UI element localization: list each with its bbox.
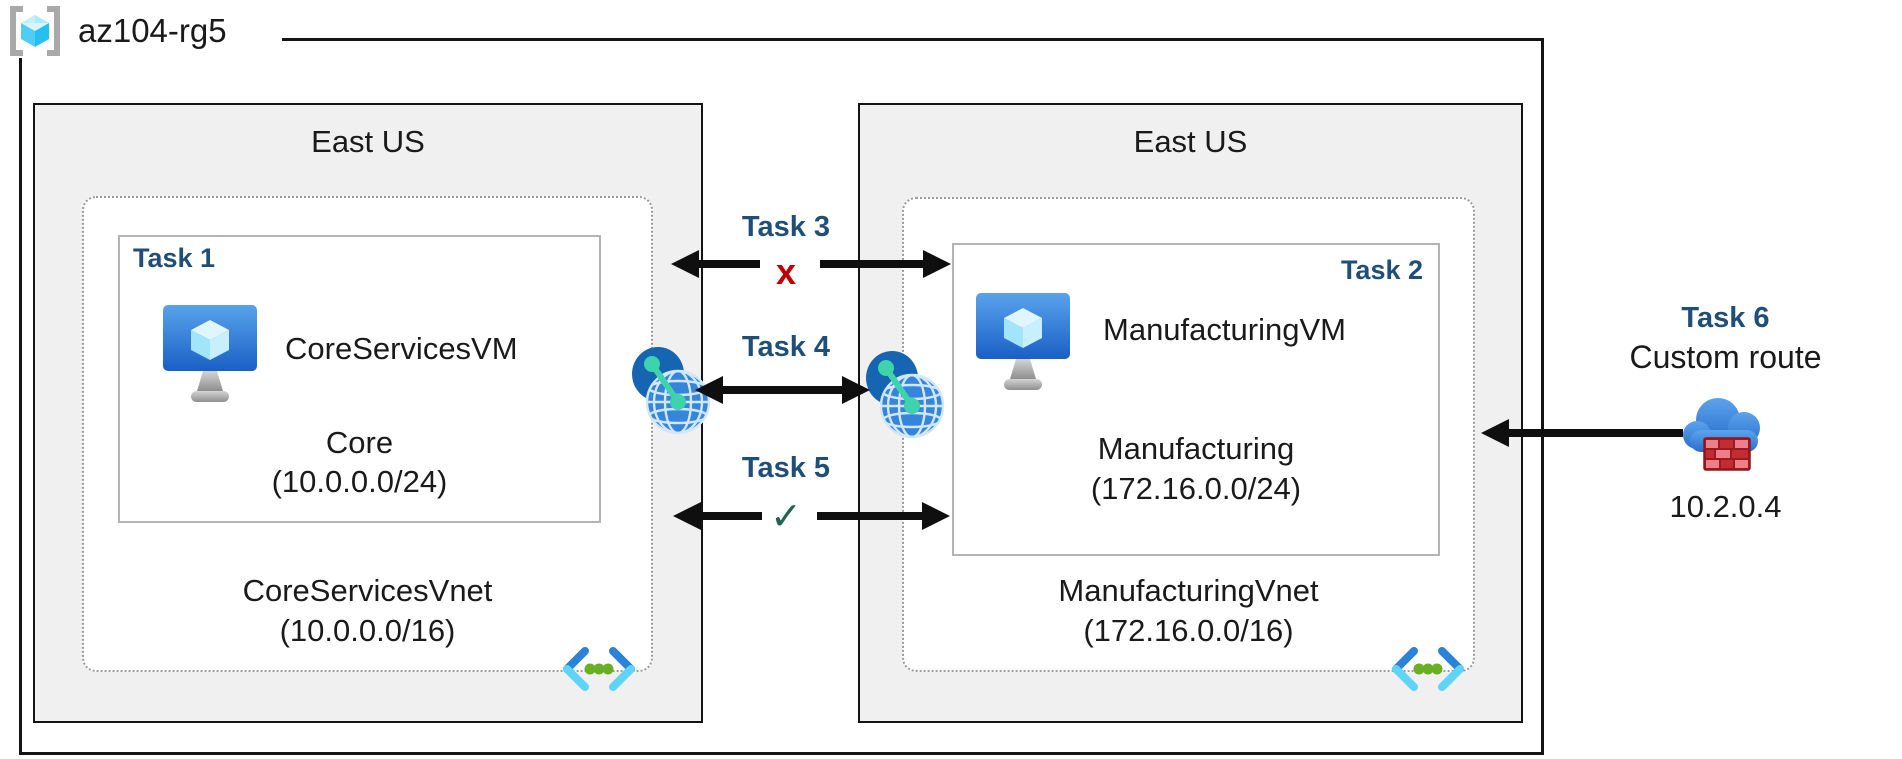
task5-label: Task 5 xyxy=(741,452,831,484)
vnet-coreservices-name: CoreServicesVnet xyxy=(242,573,493,608)
task4-label: Task 4 xyxy=(741,331,831,363)
network-peering-icon xyxy=(866,351,945,439)
task3-blocked-marker: x xyxy=(775,251,797,292)
subnet-core-cidr: (10.0.0.0/24) xyxy=(271,464,448,499)
vnet-icon xyxy=(563,647,635,691)
vnet-icon xyxy=(1392,647,1464,691)
vnet-coreservices-cidr: (10.0.0.0/16) xyxy=(279,613,456,648)
task5-check-marker: ✓ xyxy=(770,494,802,538)
subnet-core-name: Core xyxy=(325,425,394,460)
task6-label: Task 6 xyxy=(1681,302,1770,334)
resource-group-label-mask xyxy=(60,24,282,52)
task2-label: Task 2 xyxy=(1340,255,1423,285)
task6-description: Custom route xyxy=(1629,339,1822,375)
subnet-manufacturing-name: Manufacturing xyxy=(1097,431,1295,466)
subnet-manufacturing-box xyxy=(952,243,1440,556)
region-left-title: East US xyxy=(311,124,425,159)
vm-icon-coreservices xyxy=(163,305,257,402)
subnet-manufacturing-cidr: (172.16.0.0/24) xyxy=(1090,471,1302,506)
resource-group-box xyxy=(19,38,1544,755)
task1-label: Task 1 xyxy=(133,243,216,273)
network-peering-icon xyxy=(632,347,711,435)
vnet-manufacturing-name: ManufacturingVnet xyxy=(1058,573,1319,608)
vm-name-manufacturing: ManufacturingVM xyxy=(1103,312,1346,347)
resource-group-name: az104-rg5 xyxy=(78,12,227,49)
task3-label: Task 3 xyxy=(741,211,831,243)
cloud-firewall-icon xyxy=(1683,398,1760,471)
vnet-manufacturing-cidr: (172.16.0.0/16) xyxy=(1083,613,1294,648)
task6-ip-address: 10.2.0.4 xyxy=(1669,489,1782,524)
vm-name-coreservices: CoreServicesVM xyxy=(285,331,518,366)
resource-group-icon xyxy=(6,4,64,58)
region-right-title: East US xyxy=(1133,124,1248,159)
subnet-core-box xyxy=(118,235,601,523)
vm-icon-manufacturing xyxy=(976,293,1070,390)
